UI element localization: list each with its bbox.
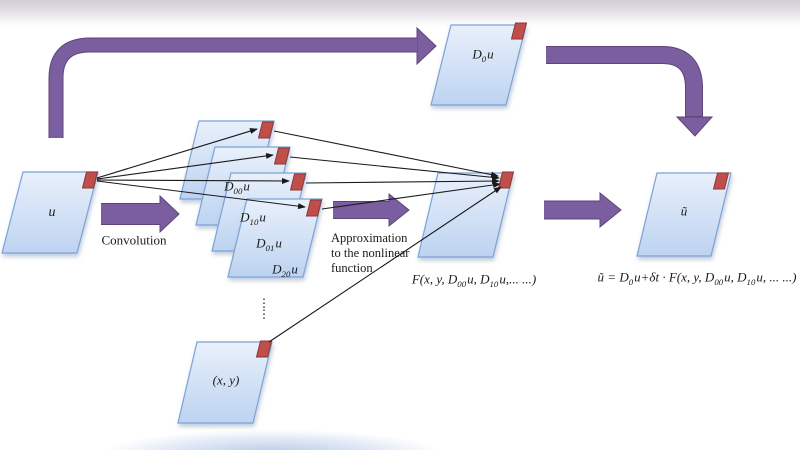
marker-d00 [257,121,275,139]
convolution-label: Convolution [101,232,167,248]
update-equation: ũ = D0u+δt · F(x, y, D00u, D10u, ... ...… [597,269,797,288]
f-caption: F(x, y, D00u, D10u,... ...) [411,271,537,290]
stack-label-d20: D20u [272,261,298,280]
stack-label-d10: D10u [240,209,266,228]
marker-input [81,171,99,189]
stack-label-d00: D00u [224,178,250,197]
output-sheet [636,172,732,257]
approximation-label: Approximation to the nonlinear function [331,231,410,275]
marker-d0 [510,22,528,40]
marker-output [712,172,730,190]
bottom-reflection-band [100,422,445,450]
output-sheet-label: ũ [680,203,688,219]
f-sheet [417,172,514,258]
convolution-arrow [101,194,180,234]
approximation-arrow [333,192,410,228]
marker-xy [255,340,273,358]
stack-ellipsis: ⋮ ⋮ [258,296,270,321]
d0-sheet-label: D0u [472,46,494,65]
f-to-output-arrow [544,191,622,229]
marker-d10 [273,147,291,165]
d0-to-output-arrow [546,46,714,137]
top-gradient-band [0,0,800,28]
stack-label-d01: D01u [256,235,282,254]
marker-d20 [305,199,323,217]
derivative-stack [179,120,323,278]
stack-sheet-d20 [227,198,323,278]
input-sheet [1,171,99,254]
skip-connection-arrow [48,26,437,138]
d0-sheet [430,24,527,106]
connection-lines [96,128,502,343]
marker-d01 [289,173,307,191]
corner-markers [81,22,730,358]
input-sheet-label: u [48,204,56,220]
xy-sheet-label: (x, y) [212,372,240,388]
